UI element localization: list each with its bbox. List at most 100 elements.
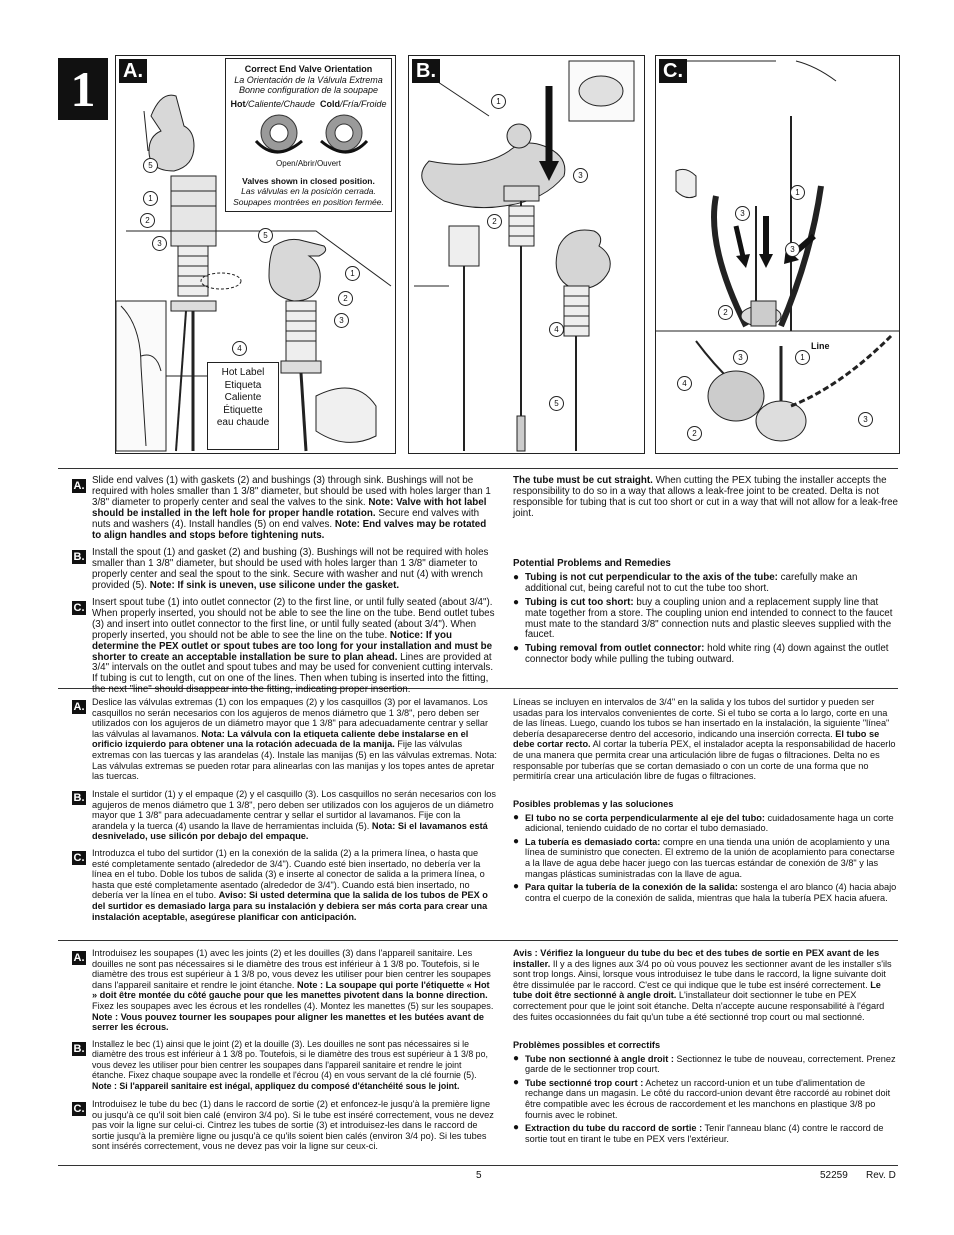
fr-b-marker: B. xyxy=(72,1042,86,1056)
closed-note-fr: Soupapes montrées en position fermée. xyxy=(233,196,384,207)
panel-a-drawing xyxy=(115,94,392,452)
callout-circle: 5 xyxy=(549,396,564,411)
callout-circle: 3 xyxy=(152,236,167,251)
fr-problem-3: Extraction du tube du raccord de sortie … xyxy=(513,1123,898,1144)
fr-problem-1: Tube non sectionné à angle droit : Secti… xyxy=(513,1054,898,1075)
callout-circle: 3 xyxy=(334,313,349,328)
panel-c-illustration xyxy=(655,55,900,454)
en-b-text-1: Install the spout (1) and gasket (2) and… xyxy=(92,547,489,591)
en-a-note-1: Note: Valve with hot label should be ins… xyxy=(92,496,487,519)
divider-en xyxy=(58,468,898,469)
en-a-marker: A. xyxy=(72,479,86,493)
en-c-continued: The tube must be cut straight. When cutt… xyxy=(513,475,898,553)
en-problem-1: Tubing is not cut perpendicular to the a… xyxy=(513,571,898,595)
fr-a-marker: A. xyxy=(72,951,86,965)
line-label: Line xyxy=(811,341,830,351)
es-b-text-1: Instale el surtidor (1) y el empaque (2)… xyxy=(92,789,496,831)
es-a-text-2: Fije las válvulas extremas con las tuerc… xyxy=(92,739,497,782)
es-step-a: Deslice las válvulas extremas (1) con lo… xyxy=(92,697,497,782)
orientation-title-es: La Orientación de la Válvula Extrema xyxy=(234,74,383,85)
fr-column-2: Avis : Vérifiez la longueur du tube du b… xyxy=(513,948,898,1144)
document-code: 52259 xyxy=(820,1170,848,1181)
fr-b-note-1: Note : Si l'appareil sanitaire est inéga… xyxy=(92,1080,460,1091)
en-problem-3-title: Tubing removal from outlet connector: xyxy=(525,643,705,655)
fr-c-text-2: Il y a des lignes aux 3/4 po où vous pou… xyxy=(513,958,892,990)
es-b-note-1: Nota: Si el lavamanos está desnivelado, … xyxy=(92,820,488,842)
fr-c-note-2: Le tube doit être sectionné à angle droi… xyxy=(513,979,881,1001)
cold-translations: /Fría/Froide xyxy=(340,98,387,109)
fr-step-a: Introduisez les soupapes (1) avec les jo… xyxy=(92,948,497,1033)
open-label: Open/Abrir/Ouvert xyxy=(276,159,341,168)
fr-c-marker: C. xyxy=(72,1102,86,1116)
en-b-note-1: Note: If sink is uneven, use silicone un… xyxy=(149,579,400,591)
es-problem-1: El tubo no se corta perpendicularmente a… xyxy=(513,813,898,834)
en-problem-3-text: hold white ring (4) down against the out… xyxy=(525,643,889,666)
panel-c-label: C. xyxy=(659,59,687,83)
callout-circle: 3 xyxy=(573,168,588,183)
es-problem-3-title: Para quitar la tubería de la conexión de… xyxy=(525,882,738,893)
orientation-title-fr: Bonne configuration de la soupape xyxy=(238,85,379,95)
es-b-marker: B. xyxy=(72,791,86,805)
es-a-note-1: Nota: La válvula con la etiqueta calient… xyxy=(92,728,469,750)
callout-circle: 2 xyxy=(487,214,502,229)
panel-b-illustration xyxy=(408,55,645,454)
hot-label-fr-1: Étiquette xyxy=(223,404,263,416)
callout-circle: 3 xyxy=(858,412,873,427)
en-step-a: Slide end valves (1) with gaskets (2) an… xyxy=(92,475,497,541)
en-step-c: Insert spout tube (1) into outlet connec… xyxy=(92,597,497,695)
fr-problem-1-text: Sectionnez le tube de nouveau, correctem… xyxy=(525,1053,896,1075)
en-c-text-3: When cutting the PEX tubing the installe… xyxy=(513,475,898,519)
es-column-2: Líneas se incluyen en intervalos de 3/4"… xyxy=(513,697,898,903)
fr-a-note-1: Note : La soupape qui porte l'étiquette … xyxy=(92,979,490,1001)
en-c-text-1: Insert spout tube (1) into outlet connec… xyxy=(92,597,495,641)
es-problem-2: La tubería es demasiado corta: compre en… xyxy=(513,837,898,879)
fr-problem-2-text: Achetez un raccord-union et un tube d'al… xyxy=(525,1077,891,1120)
orientation-title: Correct End Valve Orientation xyxy=(244,64,373,74)
es-c-continued: Líneas se incluyen en intervalos de 3/4"… xyxy=(513,697,898,793)
en-problem-2: Tubing is cut too short: buy a coupling … xyxy=(513,596,898,642)
callout-circle: 4 xyxy=(232,341,247,356)
fr-problem-3-title: Extraction du tube du raccord de sortie … xyxy=(525,1123,703,1134)
callout-circle: 1 xyxy=(345,266,360,281)
callout-circle: 1 xyxy=(491,94,506,109)
fr-a-text-2: Fixez les soupapes avec les écrous et le… xyxy=(92,1000,494,1011)
panel-b-label: B. xyxy=(412,59,440,83)
divider-footer xyxy=(58,1165,898,1166)
en-problems-heading: Potential Problems and Remedies xyxy=(513,558,671,569)
hot-label-es-1: Etiqueta xyxy=(224,379,262,391)
es-c-text-3: Al cortar la tubería PEX, el instalador … xyxy=(513,739,896,782)
page-number: 5 xyxy=(476,1170,482,1181)
cold-label: Cold xyxy=(320,98,341,109)
es-step-c: Introduzca el tubo del surtidor (1) en l… xyxy=(92,848,497,930)
en-a-text-2: Secure end valves with nuts and washers … xyxy=(92,507,480,530)
en-problem-1-text: carefully make an additional cut, being … xyxy=(525,571,858,594)
hot-label-en: Hot Label xyxy=(221,367,265,378)
hot-label-es-2: Caliente xyxy=(224,392,262,403)
fr-c-note-1: Avis : Vérifiez la longueur du tube du b… xyxy=(513,948,880,969)
hot-label-box: Hot Label Etiqueta Caliente Étiquette ea… xyxy=(207,362,279,450)
en-a-note-2: Note: End valves may be rotated to align… xyxy=(92,518,487,541)
es-problem-1-title: El tubo no se corta perpendicularmente a… xyxy=(525,812,765,823)
callout-circle: 4 xyxy=(677,376,692,391)
revision: Rev. D xyxy=(866,1170,896,1181)
valve-orientation-box: Correct End Valve Orientation La Orienta… xyxy=(225,58,392,212)
es-c-marker: C. xyxy=(72,851,86,865)
en-c-note-1: Notice: If you determine the PEX outlet … xyxy=(92,629,493,663)
fr-problem-1-title: Tube non sectionné à angle droit : xyxy=(525,1053,674,1064)
callout-circle: 3 xyxy=(733,350,748,365)
callout-circle: 1 xyxy=(790,185,805,200)
fr-a-note-2: Note : Vous pouvez tourner les soupapes … xyxy=(92,1011,484,1033)
hot-label: Hot xyxy=(230,98,246,109)
fr-c-text-1: Introduisez le tube du bec (1) dans le r… xyxy=(92,1099,494,1152)
panel-c-drawing xyxy=(656,60,899,442)
callout-circle: 2 xyxy=(718,305,733,320)
es-problem-1-text: cuidadosamente haga un corte adicional, … xyxy=(525,812,894,834)
es-problem-2-title: La tubería es demasiado corta: xyxy=(525,836,661,847)
divider-fr xyxy=(58,940,898,941)
en-problem-2-title: Tubing is cut too short: xyxy=(525,596,634,608)
fr-c-continued: Avis : Vérifiez la longueur du tube du b… xyxy=(513,948,898,1034)
fr-problem-3-text: Tenir l'anneau blanc (4) contre le racco… xyxy=(525,1123,884,1144)
hot-translations: /Caliente/Chaude xyxy=(245,98,316,109)
callout-circle: 1 xyxy=(143,191,158,206)
callout-circle: 1 xyxy=(795,350,810,365)
